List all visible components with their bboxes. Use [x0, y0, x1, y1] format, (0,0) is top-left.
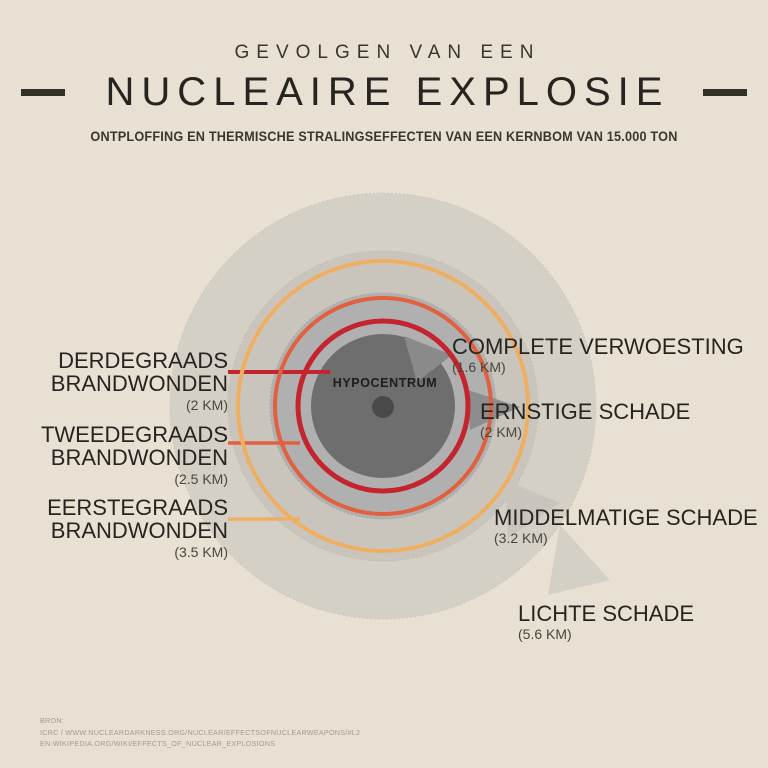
hypocenter-dot	[372, 396, 394, 418]
label-moderate-damage-distance: (3.2 KM)	[494, 530, 548, 547]
pointer-complete-destruction	[404, 336, 452, 382]
header: GEVOLGEN VAN EEN NUCLEAIRE EXPLOSIE ONTP…	[0, 42, 768, 144]
page-title: NUCLEAIRE EXPLOSIE	[105, 70, 670, 114]
label-severe-damage: ERNSTIGE SCHADE (2 KM)	[480, 400, 690, 440]
label-second-degree-burns-distance: (2.5 KM)	[174, 470, 228, 487]
label-complete-destruction-title: COMPLETE VERWOESTING	[452, 334, 744, 359]
label-first-degree-burns-distance: (3.5 KM)	[174, 543, 228, 560]
label-first-degree-burns-line1: EERSTEGRAADS	[47, 495, 228, 520]
ring-third-degree-burns	[295, 318, 471, 494]
label-complete-destruction: COMPLETE VERWOESTING (1.6 KM)	[452, 335, 744, 375]
label-light-damage: LICHTE SCHADE (5.6 KM)	[518, 602, 694, 642]
label-third-degree-burns-line2: BRANDWONDEN	[50, 371, 228, 397]
ring-second-degree-burns	[273, 296, 493, 516]
label-moderate-damage: MIDDELMATIGE SCHADE (3.2 KM)	[494, 506, 758, 546]
pointer-moderate-damage	[505, 480, 560, 538]
label-light-damage-distance: (5.6 KM)	[518, 626, 572, 643]
source-line-1: ICRC / WWW.NUCLEARDARKNESS.ORG/NUCLEAR/E…	[40, 727, 361, 737]
label-second-degree-burns: TWEEDEGRAADS BRANDWONDEN (2.5 KM)	[41, 423, 228, 486]
label-third-degree-burns-line1: DERDEGRAADS	[58, 348, 228, 373]
label-first-degree-burns-line2: BRANDWONDEN	[50, 518, 228, 544]
source-heading: BRON:	[40, 716, 65, 726]
pointer-severe-damage	[468, 390, 520, 430]
label-third-degree-burns-distance: (2 KM)	[186, 396, 228, 413]
header-subtitle: ONTPLOFFING EN THERMISCHE STRALINGSEFFEC…	[90, 129, 678, 144]
source-line-2: EN.WIKIPEDIA.ORG/WIKI/EFFECTS_OF_NUCLEAR…	[40, 739, 276, 749]
label-light-damage-title: LICHTE SCHADE	[518, 601, 695, 626]
label-severe-damage-title: ERNSTIGE SCHADE	[480, 399, 691, 424]
header-kicker: GEVOLGEN VAN EEN	[234, 42, 541, 63]
source-credits: BRON: ICRC / WWW.NUCLEARDARKNESS.ORG/NUC…	[40, 715, 360, 750]
dash-right-icon	[703, 88, 748, 96]
label-third-degree-burns: DERDEGRAADS BRANDWONDEN (2 KM)	[51, 349, 228, 412]
label-second-degree-burns-line2: BRANDWONDEN	[50, 445, 228, 471]
label-severe-damage-distance: (2 KM)	[480, 424, 522, 441]
pointer-light-damage	[548, 525, 610, 595]
label-second-degree-burns-line1: TWEEDEGRAADS	[40, 422, 228, 447]
dash-left-icon	[20, 88, 65, 96]
label-first-degree-burns: EERSTEGRAADS BRANDWONDEN (3.5 KM)	[47, 496, 228, 559]
label-moderate-damage-title: MIDDELMATIGE SCHADE	[494, 505, 758, 530]
hypocenter-label: HYPOCENTRUM	[332, 376, 438, 390]
label-complete-destruction-distance: (1.6 KM)	[452, 359, 506, 376]
title-row: NUCLEAIRE EXPLOSIE	[0, 72, 768, 112]
ring-first-degree-burns	[236, 259, 530, 553]
